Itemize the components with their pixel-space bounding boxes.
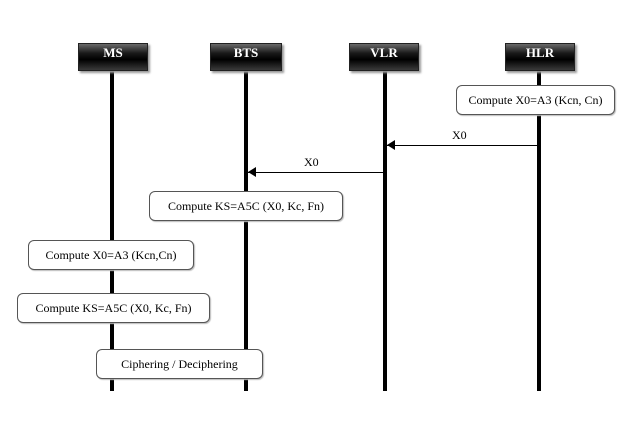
bts-compute-box: Compute KS=A5C (X0, Kc, Fn) [149,191,343,221]
participant-ms: MS [78,43,148,71]
lifeline-ms [110,70,114,391]
message-arrow-hlr-vlr [387,145,537,146]
participant-bts: BTS [210,43,282,71]
participant-vlr: VLR [349,43,419,71]
arrowhead-icon [387,140,395,150]
lifeline-bts [244,70,248,391]
message-label-vlr-bts: X0 [304,155,319,169]
lifeline-vlr [383,70,387,391]
ms-compute-x0-box: Compute X0=A3 (Kcn,Cn) [28,240,194,270]
ciphering-box: Ciphering / Deciphering [96,349,263,379]
participant-hlr: HLR [505,43,575,71]
arrowhead-icon [248,167,256,177]
hlr-compute-box: Compute X0=A3 (Kcn, Cn) [456,85,615,115]
message-arrow-vlr-bts [248,172,383,173]
lifeline-hlr [537,70,541,391]
ms-compute-ks-box: Compute KS=A5C (X0, Kc, Fn) [17,293,210,323]
message-label-hlr-vlr: X0 [452,128,467,142]
